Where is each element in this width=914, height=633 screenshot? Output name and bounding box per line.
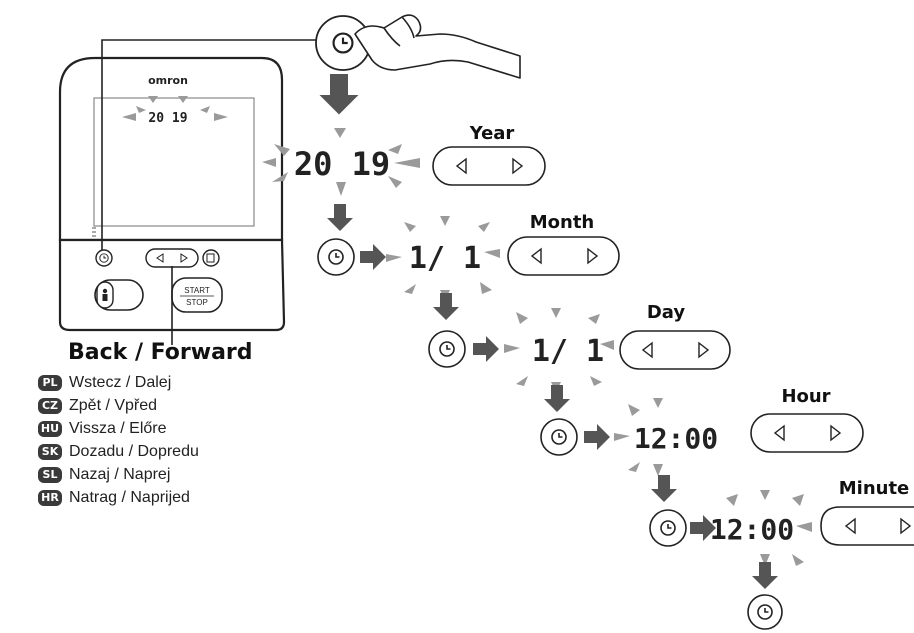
down-arrow-icon bbox=[327, 204, 353, 231]
down-arrow-icon bbox=[433, 293, 459, 320]
step-year: 20 19 Year bbox=[262, 123, 546, 196]
step-minute: 12:00 Minute bbox=[649, 478, 914, 566]
lang-text: Vissza / Előre bbox=[69, 419, 167, 437]
title-month: Month bbox=[530, 212, 595, 233]
flash-rays-month bbox=[386, 216, 500, 300]
flash-rays-minute bbox=[726, 490, 812, 566]
step-day: 1/ 1 Day bbox=[428, 302, 731, 392]
legend-title: Back / Forward bbox=[68, 340, 253, 365]
clock-button-day[interactable] bbox=[428, 330, 466, 368]
legend-item: HR Natrag / Naprijed bbox=[38, 486, 253, 509]
down-arrow-icon bbox=[319, 74, 359, 115]
device-back-forward-button[interactable] bbox=[145, 248, 199, 268]
lang-badge: HU bbox=[38, 420, 62, 437]
clock-button-hour[interactable] bbox=[540, 418, 578, 456]
device-screen bbox=[93, 97, 255, 227]
lang-text: Natrag / Naprijed bbox=[69, 488, 190, 506]
clock-leader bbox=[101, 39, 318, 250]
legend-item: CZ Zpět / Vpřed bbox=[38, 394, 253, 417]
right-arrow-icon bbox=[587, 247, 599, 265]
legend-item: SL Nazaj / Naprej bbox=[38, 463, 253, 486]
down-arrow-icon bbox=[544, 385, 570, 412]
person-icon bbox=[102, 288, 108, 294]
arrow-keys-day[interactable] bbox=[619, 330, 731, 370]
clock-button-final[interactable] bbox=[747, 594, 783, 630]
start-label: START bbox=[184, 286, 210, 295]
legend-item: SK Dozadu / Dopredu bbox=[38, 440, 253, 463]
left-arrow-icon bbox=[773, 424, 785, 442]
lang-text: Zpět / Vpřed bbox=[69, 396, 158, 414]
lang-badge: PL bbox=[38, 374, 62, 391]
title-hour: Hour bbox=[781, 386, 830, 407]
stop-label: STOP bbox=[186, 298, 208, 307]
clock-button-minute[interactable] bbox=[649, 509, 687, 547]
hand-icon bbox=[354, 14, 521, 79]
legend-item: PL Wstecz / Dalej bbox=[38, 371, 253, 394]
left-arrow-icon bbox=[641, 341, 653, 359]
right-flow-arrow-icon bbox=[473, 336, 499, 362]
step-month: 1/ 1 Month bbox=[317, 212, 620, 300]
lang-text: Dozadu / Dopredu bbox=[69, 442, 199, 460]
title-day: Day bbox=[647, 302, 686, 323]
display-day: 1/ 1 bbox=[532, 334, 604, 369]
flash-rays-year bbox=[262, 128, 420, 196]
lang-text: Nazaj / Naprej bbox=[69, 465, 171, 483]
lang-badge: SL bbox=[38, 466, 62, 483]
right-arrow-icon bbox=[698, 341, 710, 359]
device-clock-button[interactable] bbox=[95, 249, 113, 267]
clock-button-month[interactable] bbox=[317, 238, 355, 276]
legend-item: HU Vissza / Előre bbox=[38, 417, 253, 440]
left-arrow-icon bbox=[530, 247, 542, 265]
flash-rays-hour bbox=[614, 398, 663, 476]
flash-rays-day bbox=[504, 308, 614, 392]
device-memory-button[interactable] bbox=[202, 249, 220, 267]
right-arrow-icon bbox=[900, 517, 912, 535]
device-screen-value: 20 19 bbox=[148, 111, 187, 126]
display-year: 20 19 bbox=[294, 145, 390, 183]
device-screen-flash-rays bbox=[122, 96, 228, 121]
title-minute: Minute bbox=[839, 478, 910, 499]
display-month: 1/ 1 bbox=[409, 241, 481, 276]
left-arrow-icon bbox=[844, 517, 856, 535]
arrow-keys-hour[interactable] bbox=[750, 413, 864, 453]
lang-badge: CZ bbox=[38, 397, 62, 414]
display-minute: 12:00 bbox=[710, 513, 794, 546]
device-monitor: omron 20 19 bbox=[58, 56, 286, 345]
step-hour: 12:00 Hour bbox=[540, 386, 864, 476]
arrow-keys-month[interactable] bbox=[507, 236, 620, 276]
down-arrow-icon bbox=[651, 475, 677, 502]
title-year: Year bbox=[469, 123, 515, 144]
lang-text: Wstecz / Dalej bbox=[69, 373, 172, 391]
display-hour: 12:00 bbox=[634, 422, 718, 455]
arrow-keys-minute[interactable] bbox=[820, 506, 914, 546]
device-brand: omron bbox=[148, 74, 188, 87]
left-arrow-icon bbox=[455, 157, 467, 175]
lang-badge: SK bbox=[38, 443, 62, 460]
lang-badge: HR bbox=[38, 489, 62, 506]
right-arrow-icon bbox=[512, 157, 524, 175]
arrow-keys-year[interactable] bbox=[432, 146, 546, 186]
device-start-stop-button[interactable]: START STOP bbox=[171, 277, 223, 313]
down-arrow-icon bbox=[752, 562, 778, 589]
right-flow-arrow-icon bbox=[360, 244, 386, 270]
right-flow-arrow-icon bbox=[584, 424, 610, 450]
right-arrow-icon bbox=[830, 424, 842, 442]
back-forward-legend: Back / Forward PL Wstecz / Dalej CZ Zpět… bbox=[38, 340, 253, 509]
device-user-button[interactable] bbox=[94, 279, 144, 311]
